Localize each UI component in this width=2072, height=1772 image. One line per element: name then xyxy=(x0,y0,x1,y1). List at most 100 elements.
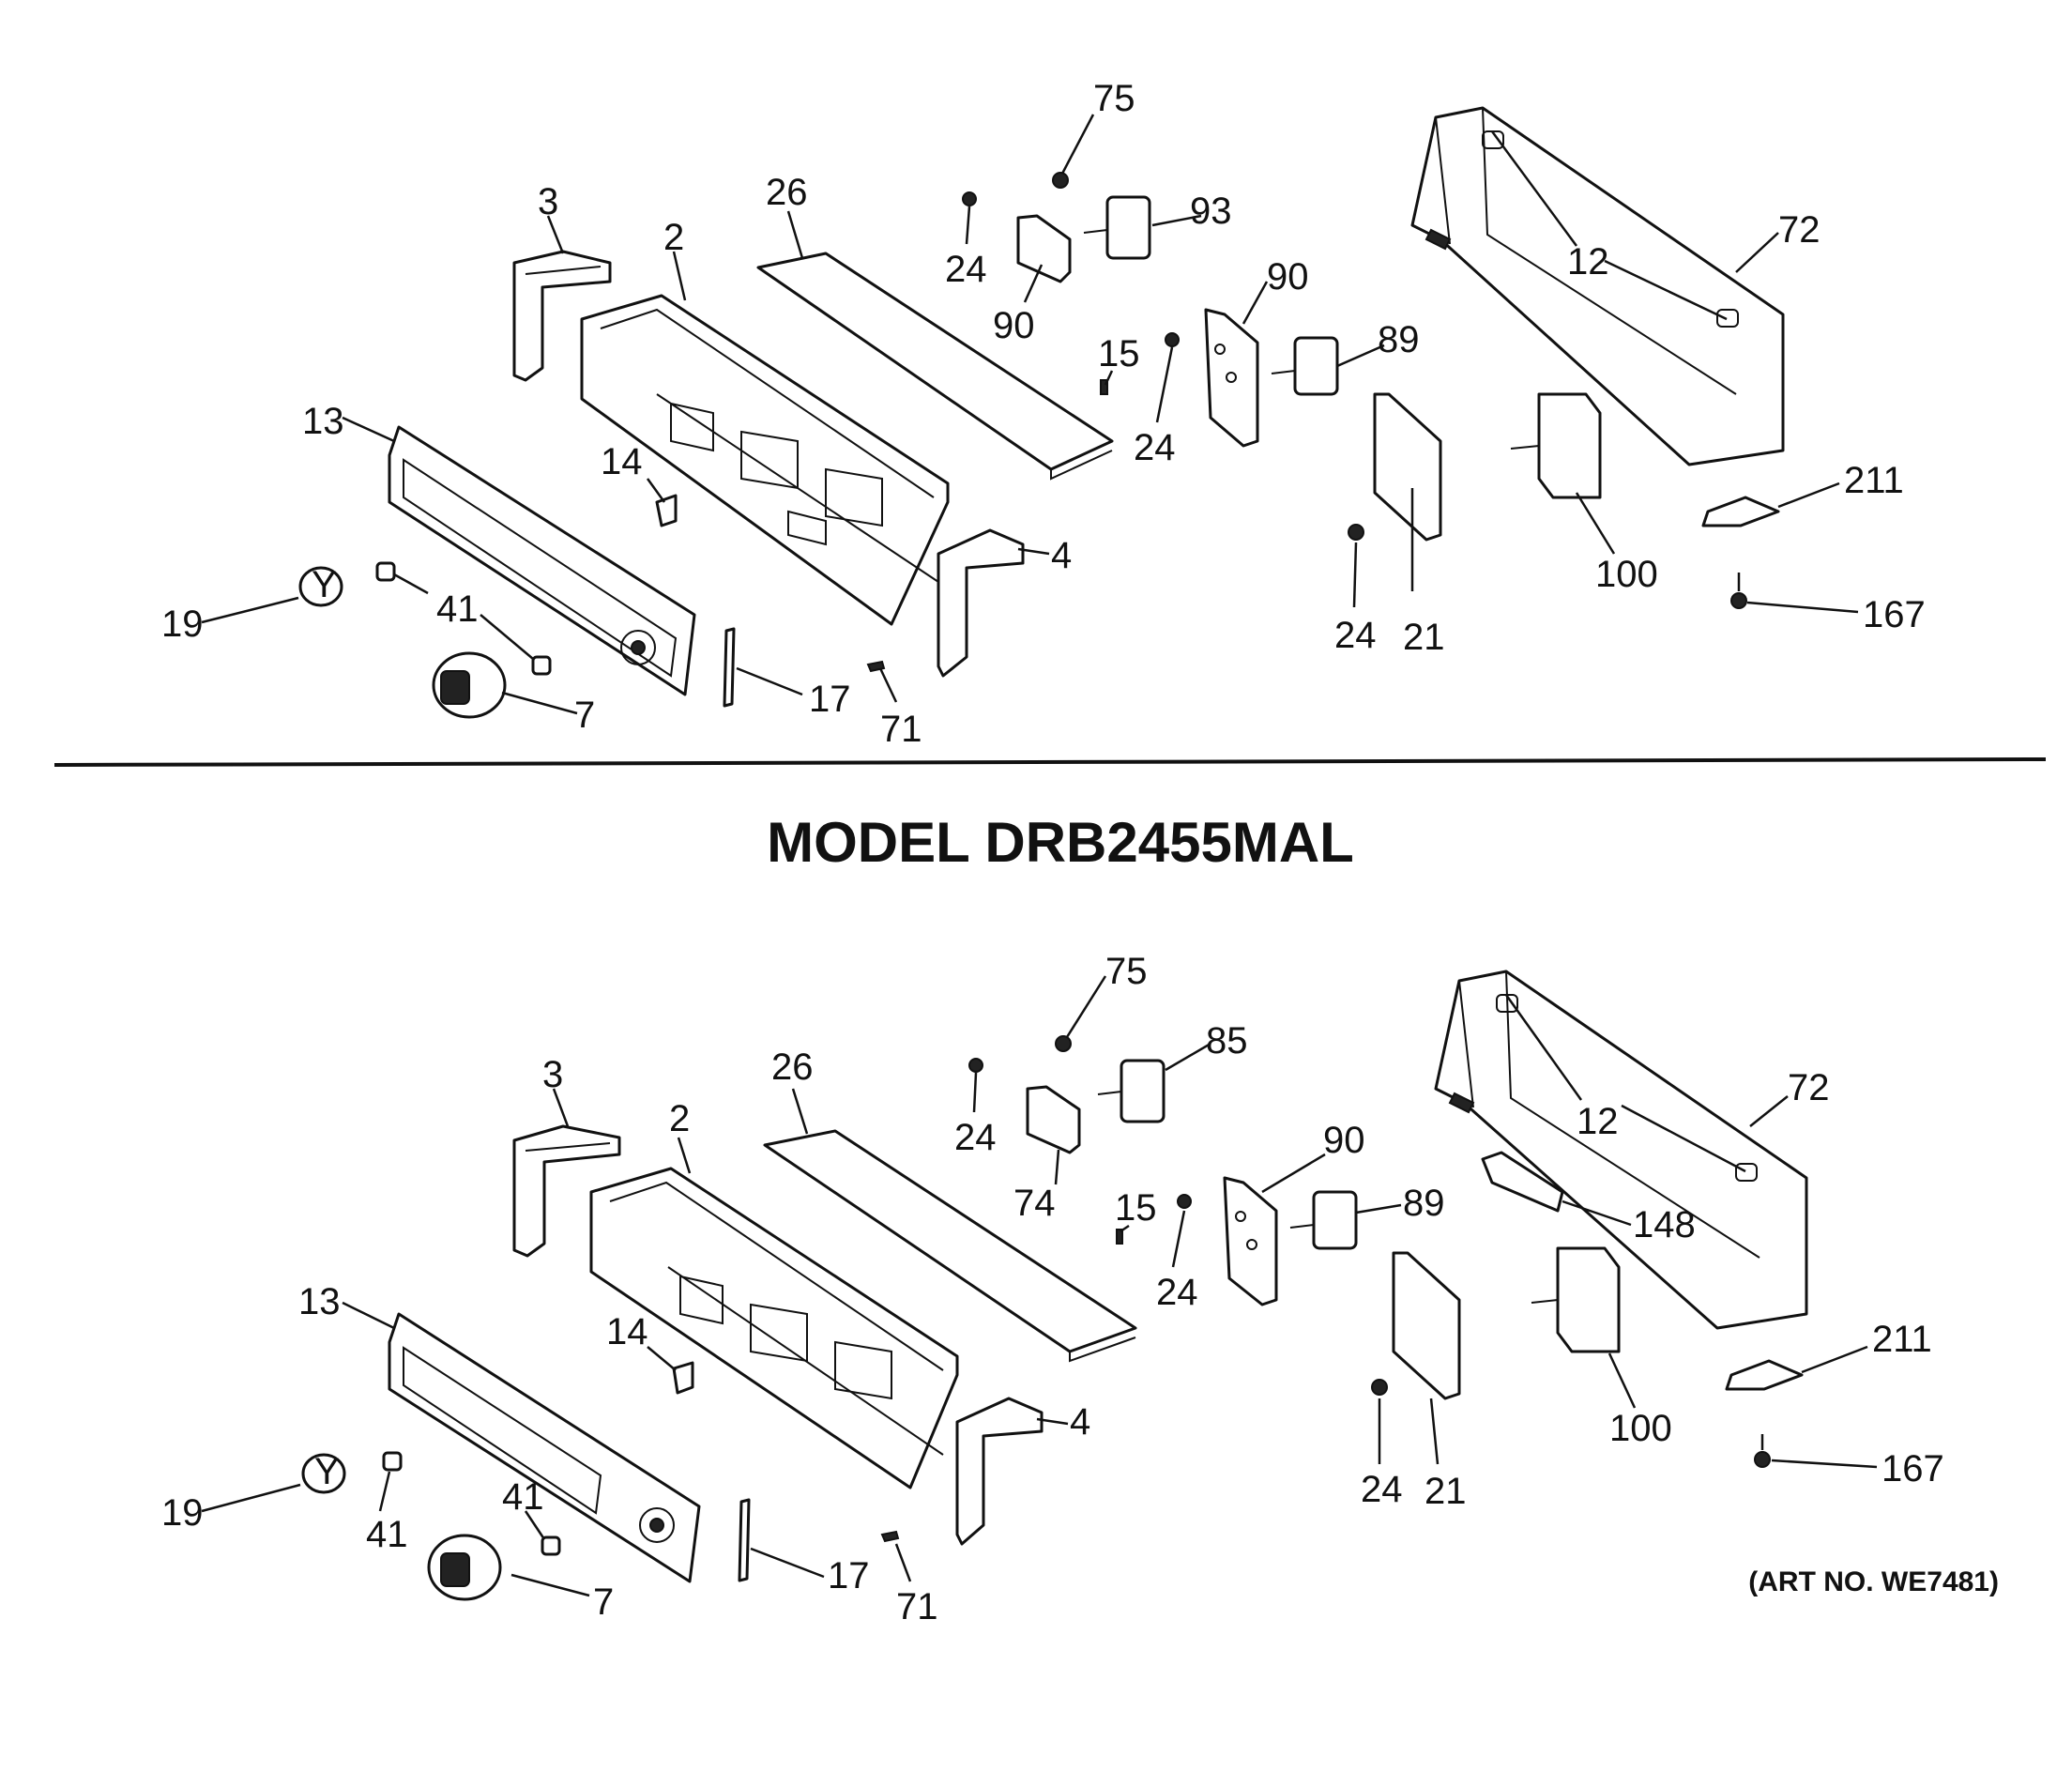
part-21-timer-plate xyxy=(1392,1251,1461,1400)
callout-12: 12 xyxy=(1577,1101,1619,1142)
callout-75: 75 xyxy=(1093,78,1135,119)
callout-12: 12 xyxy=(1567,241,1609,283)
part-72-backsplash xyxy=(1410,106,1785,466)
part-148-bracket xyxy=(1481,1151,1564,1213)
part-4-right-end-bracket xyxy=(955,1397,1044,1546)
lower-leaders xyxy=(201,975,1878,1597)
callout-24: 24 xyxy=(1334,615,1377,656)
callout-211: 211 xyxy=(1844,460,1904,501)
part-21-timer-plate xyxy=(1373,392,1442,542)
part-41-knob-insert-b xyxy=(531,655,552,676)
part-26-top-cover xyxy=(756,252,1114,481)
callout-7: 7 xyxy=(593,1581,614,1623)
callout-90: 90 xyxy=(993,305,1035,346)
part-93-switch xyxy=(1083,195,1151,260)
callout-26: 26 xyxy=(771,1046,814,1088)
callout-15: 15 xyxy=(1098,333,1140,374)
callout-41: 41 xyxy=(436,588,479,630)
callout-72: 72 xyxy=(1788,1067,1830,1108)
part-4-right-end-bracket xyxy=(937,528,1025,678)
part-167-screw xyxy=(1754,1434,1771,1468)
part-89-switch xyxy=(1271,336,1339,396)
callout-74: 74 xyxy=(1013,1183,1056,1224)
callout-3: 3 xyxy=(538,181,558,222)
part-74-bracket xyxy=(1026,1085,1081,1154)
callout-24: 24 xyxy=(954,1117,997,1158)
callout-85: 85 xyxy=(1206,1020,1248,1062)
callout-89: 89 xyxy=(1378,319,1420,360)
part-14-clip xyxy=(672,1361,694,1395)
part-90-bracket-a xyxy=(1016,214,1072,283)
upper-diagram: Y xyxy=(161,78,1926,750)
part-85-switch xyxy=(1097,1059,1166,1123)
part-19-knob: Y xyxy=(301,1451,346,1494)
callout-4: 4 xyxy=(1070,1401,1090,1443)
callout-15: 15 xyxy=(1115,1187,1157,1229)
callout-89: 89 xyxy=(1403,1183,1445,1224)
part-2-control-panel-frame xyxy=(580,294,950,626)
callout-2: 2 xyxy=(669,1098,690,1139)
callout-41: 41 xyxy=(366,1514,408,1555)
part-100-timer-motor xyxy=(1531,1246,1621,1353)
callout-100: 100 xyxy=(1609,1408,1672,1449)
callout-24: 24 xyxy=(945,249,987,290)
callout-71: 71 xyxy=(896,1586,938,1627)
part-17-link xyxy=(738,1498,751,1582)
callout-13: 13 xyxy=(298,1281,341,1322)
callout-24: 24 xyxy=(1361,1469,1403,1510)
callout-148: 148 xyxy=(1633,1204,1696,1245)
part-41-knob-insert-a xyxy=(375,561,396,582)
callout-21: 21 xyxy=(1403,617,1445,658)
part-24-screw-a xyxy=(962,191,977,206)
part-15-screw xyxy=(1116,1229,1123,1245)
callout-14: 14 xyxy=(606,1311,648,1352)
svg-text:Y: Y xyxy=(314,1451,340,1492)
lower-callouts: 75 85 26 3 2 24 74 15 90 89 12 72 24 148… xyxy=(161,951,1944,1627)
part-71-screw xyxy=(880,1530,900,1543)
part-3-left-end-bracket xyxy=(512,1124,621,1258)
part-19-knob: Y xyxy=(298,564,343,607)
callout-24: 24 xyxy=(1156,1272,1198,1313)
part-24-screw-c xyxy=(1371,1379,1388,1396)
part-75-screw xyxy=(1052,172,1069,189)
upper-callouts: 75 93 3 26 2 24 90 15 90 24 89 12 72 13 … xyxy=(161,78,1926,750)
callout-19: 19 xyxy=(161,1492,204,1534)
callout-90: 90 xyxy=(1323,1120,1365,1161)
part-13-control-panel-face xyxy=(388,1312,701,1583)
part-13-control-panel-face xyxy=(388,425,696,696)
art-number: (ART NO. WE7481) xyxy=(1748,1566,1999,1597)
callout-7: 7 xyxy=(574,695,595,736)
part-24-screw-c xyxy=(1348,524,1364,541)
upper-leaders xyxy=(201,114,1859,715)
callout-4: 4 xyxy=(1051,535,1072,576)
part-75-screw xyxy=(1055,1035,1072,1052)
model-title: MODEL DRB2455MAL xyxy=(767,811,1354,874)
part-24-screw-a xyxy=(968,1058,983,1073)
callout-17: 17 xyxy=(828,1555,870,1596)
callout-72: 72 xyxy=(1778,209,1821,251)
part-3-left-end-bracket xyxy=(512,250,612,382)
callout-26: 26 xyxy=(766,172,808,213)
section-divider xyxy=(53,757,2047,767)
svg-text:Y: Y xyxy=(312,564,337,605)
lower-diagram: Y xyxy=(161,951,1944,1627)
part-72-backsplash xyxy=(1434,970,1808,1330)
callout-24: 24 xyxy=(1134,427,1176,468)
callout-93: 93 xyxy=(1190,191,1232,232)
callout-90: 90 xyxy=(1267,256,1309,298)
callout-41: 41 xyxy=(502,1476,544,1518)
callout-2: 2 xyxy=(663,217,684,258)
callout-14: 14 xyxy=(601,441,643,482)
part-90-mounting-plate xyxy=(1204,308,1259,448)
callout-167: 167 xyxy=(1863,594,1926,635)
part-24-screw-b xyxy=(1165,332,1180,347)
callout-3: 3 xyxy=(542,1054,563,1095)
part-17-link xyxy=(723,627,736,708)
callout-13: 13 xyxy=(302,401,344,442)
part-41-knob-insert-b xyxy=(541,1535,561,1556)
part-211-hinge xyxy=(1725,1359,1804,1391)
part-89-switch xyxy=(1289,1190,1358,1250)
callout-167: 167 xyxy=(1882,1448,1944,1489)
callout-75: 75 xyxy=(1105,951,1148,992)
